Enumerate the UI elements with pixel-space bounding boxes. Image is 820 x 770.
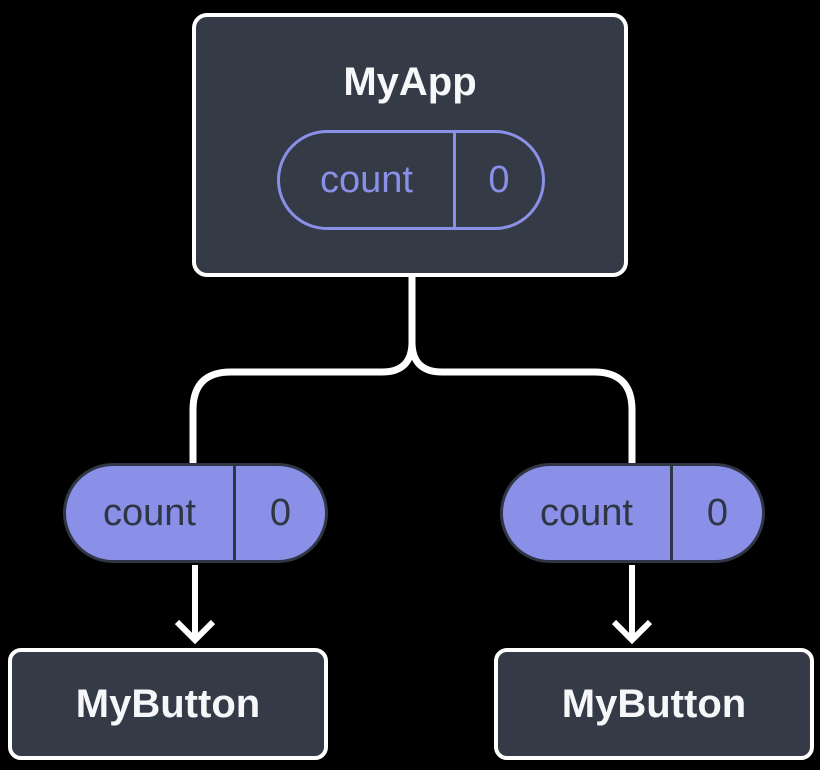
component-node-mybutton-right: MyButton — [494, 648, 814, 760]
prop-pill-left: count 0 — [63, 463, 328, 563]
component-node-mybutton-left: MyButton — [8, 648, 328, 760]
prop-pill-key: count — [503, 466, 673, 560]
branch-line-right — [408, 275, 636, 464]
prop-pill-key: count — [66, 466, 236, 560]
prop-pill-value: 0 — [706, 491, 729, 534]
component-label: MyButton — [561, 681, 747, 726]
branch-line-left — [189, 275, 416, 464]
component-node-myapp: MyApp count 0 — [192, 13, 628, 277]
state-pill-key: count — [280, 133, 456, 227]
arrow-head-right — [611, 619, 653, 645]
prop-pill-value: 0 — [269, 491, 292, 534]
prop-pill-right: count 0 — [500, 463, 765, 563]
state-pill: count 0 — [277, 130, 545, 230]
component-label: MyButton — [75, 681, 261, 726]
arrow-head-left — [174, 619, 216, 645]
state-pill-value: 0 — [488, 158, 510, 201]
component-label: MyApp — [343, 60, 477, 104]
